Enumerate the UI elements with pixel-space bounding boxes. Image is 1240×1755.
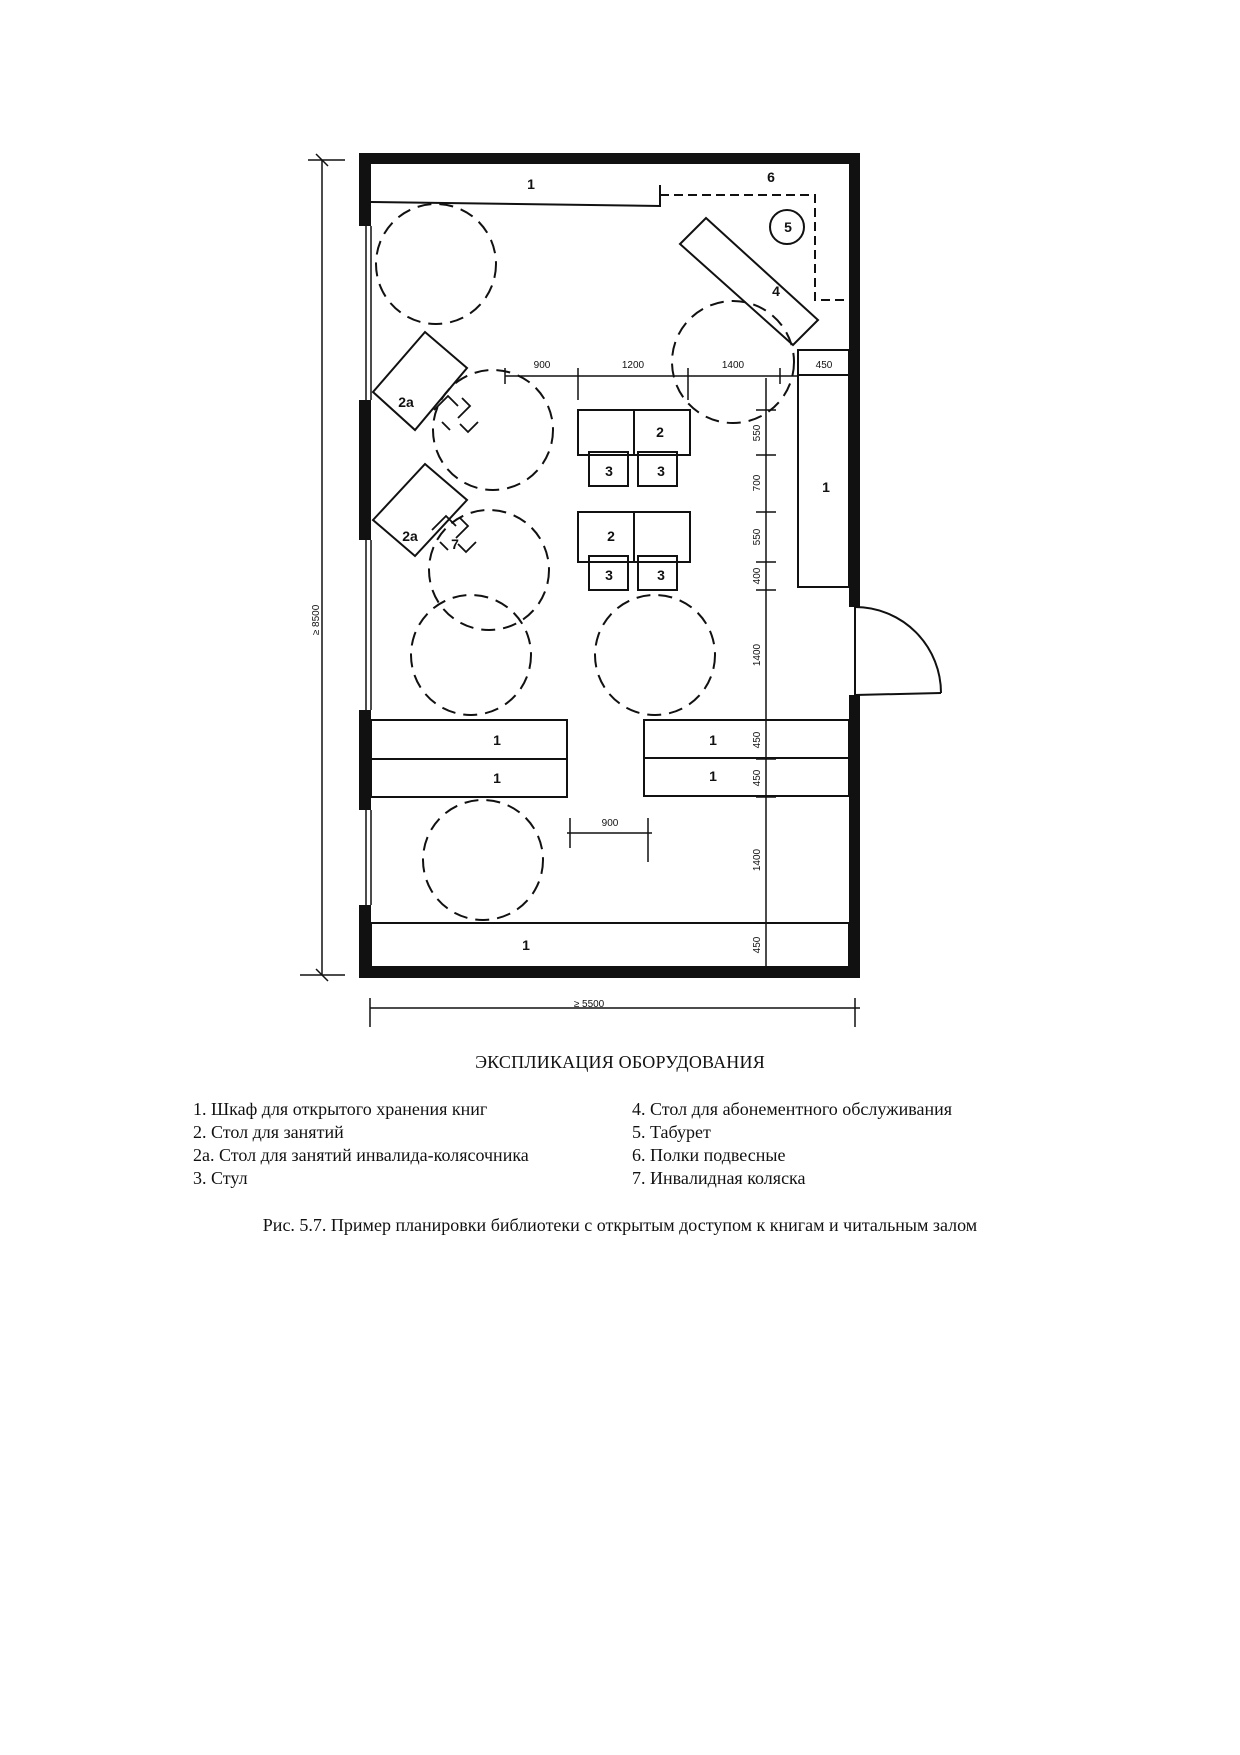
legend-item: 6. Полки подвесные bbox=[632, 1145, 786, 1165]
label-hanging-shelves: 6 bbox=[767, 169, 775, 185]
dim-450: 450 bbox=[752, 769, 763, 786]
dim-1200: 1200 bbox=[622, 360, 645, 371]
dim-550: 550 bbox=[752, 424, 763, 441]
legend-item: 2а. Стол для занятий инвалида-колясочник… bbox=[193, 1145, 529, 1165]
dimension-lines bbox=[300, 153, 860, 1027]
label-accessible-table: 2а bbox=[402, 528, 418, 544]
dim-450: 450 bbox=[752, 731, 763, 748]
windows bbox=[365, 226, 372, 905]
dim-1400: 1400 bbox=[752, 643, 763, 666]
service-desk bbox=[678, 216, 850, 376]
dim-450: 450 bbox=[816, 360, 833, 371]
legend-item: 7. Инвалидная коляска bbox=[632, 1168, 806, 1188]
dim-1400: 1400 bbox=[722, 360, 745, 371]
turning-circles bbox=[375, 203, 795, 921]
label-shelf: 1 bbox=[493, 732, 501, 748]
label-study-table: 2 bbox=[656, 424, 664, 440]
label-accessible-table: 2а bbox=[398, 394, 414, 410]
label-chair: 3 bbox=[657, 463, 665, 479]
dim-1400: 1400 bbox=[752, 848, 763, 871]
label-wheelchair: 7 bbox=[451, 536, 459, 552]
label-chair: 3 bbox=[605, 463, 613, 479]
dimension-labels: 900 1200 1400 450 900 ≥ 5500 550 700 550… bbox=[311, 360, 833, 1010]
floor-plan: 1 6 5 4 1 2а 2а 7 2 2 3 3 3 3 1 1 1 1 1 … bbox=[300, 153, 942, 1027]
label-shelf: 1 bbox=[522, 937, 530, 953]
dim-450: 450 bbox=[752, 936, 763, 953]
dim-700: 700 bbox=[752, 474, 763, 491]
dim-550: 550 bbox=[752, 528, 763, 545]
label-stool: 5 bbox=[784, 219, 792, 235]
legend-right: 4. Стол для абонементного обслуживания 5… bbox=[632, 1098, 952, 1190]
walls bbox=[359, 153, 860, 978]
legend-item: 4. Стол для абонементного обслуживания bbox=[632, 1099, 953, 1119]
label-chair: 3 bbox=[605, 567, 613, 583]
label-shelf: 1 bbox=[709, 732, 717, 748]
dim-900: 900 bbox=[534, 360, 551, 371]
dim-width: ≥ 5500 bbox=[574, 999, 605, 1010]
label-service-desk: 4 bbox=[772, 283, 780, 299]
label-shelf: 1 bbox=[527, 176, 535, 192]
legend-item: 1. Шкаф для открытого хранения книг bbox=[193, 1099, 488, 1119]
legend-left: 1. Шкаф для открытого хранения книг 2. С… bbox=[193, 1098, 529, 1190]
stool bbox=[769, 209, 805, 245]
study-tables bbox=[577, 409, 691, 563]
legend-item: 2. Стол для занятий bbox=[193, 1122, 344, 1142]
label-shelf: 1 bbox=[709, 768, 717, 784]
door bbox=[854, 606, 942, 696]
dim-height: ≥ 8500 bbox=[311, 604, 322, 635]
hanging-shelves bbox=[660, 194, 849, 301]
legend-item: 5. Табурет bbox=[632, 1122, 711, 1142]
wheelchairs bbox=[431, 394, 479, 554]
item-labels: 1 6 5 4 1 2а 2а 7 2 2 3 3 3 3 1 1 1 1 1 bbox=[398, 169, 830, 953]
dim-400: 400 bbox=[752, 567, 763, 584]
explication-title: ЭКСПЛИКАЦИЯ ОБОРУДОВАНИЯ bbox=[475, 1052, 765, 1072]
dim-900: 900 bbox=[602, 818, 619, 829]
label-shelf: 1 bbox=[822, 479, 830, 495]
accessible-tables bbox=[371, 330, 469, 558]
figure-caption: Рис. 5.7. Пример планировки библиотеки с… bbox=[262, 1215, 978, 1235]
label-chair: 3 bbox=[657, 567, 665, 583]
label-shelf: 1 bbox=[493, 770, 501, 786]
chairs bbox=[588, 451, 678, 591]
label-study-table: 2 bbox=[607, 528, 615, 544]
legend-item: 3. Стул bbox=[193, 1168, 248, 1188]
